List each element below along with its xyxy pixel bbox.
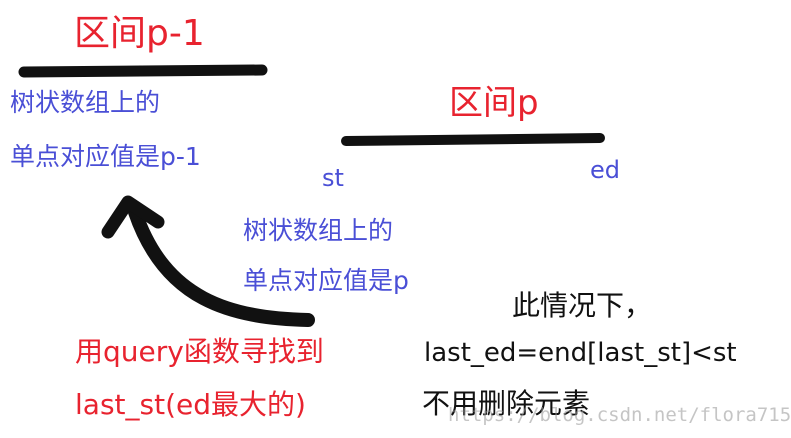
curved-arrow-head <box>101 195 165 239</box>
interval-p-minus-1-label: 区间p-1 <box>74 13 205 54</box>
ed-label: ed <box>590 156 620 184</box>
mid-value-line1: 树状数组上的 <box>243 216 394 245</box>
diagram-canvas: 区间p-1 区间p 树状数组上的 单点对应值是p-1 树状数组上的 单点对应值是… <box>10 13 791 425</box>
interval-p-segment <box>341 133 605 146</box>
interval-p-minus-1-segment <box>18 64 268 78</box>
interval-p-label: 区间p <box>449 83 539 123</box>
st-label: st <box>322 164 344 192</box>
query-line2: last_st(ed最大的) <box>75 388 306 421</box>
case-line2: last_ed=end[last_st]<st <box>424 338 737 368</box>
query-line1: 用query函数寻找到 <box>75 335 324 368</box>
left-value-line2: 单点对应值是p-1 <box>10 142 201 171</box>
watermark: https://blog.csdn.net/flora715 <box>448 404 791 426</box>
diagram-shapes <box>18 64 605 327</box>
curved-arrow-shaft <box>128 205 315 327</box>
left-value-line1: 树状数组上的 <box>10 88 161 117</box>
mid-value-line2: 单点对应值是p <box>243 266 409 295</box>
case-line3: 不用删除元素 <box>422 387 591 420</box>
case-line1: 此情况下， <box>512 289 653 322</box>
